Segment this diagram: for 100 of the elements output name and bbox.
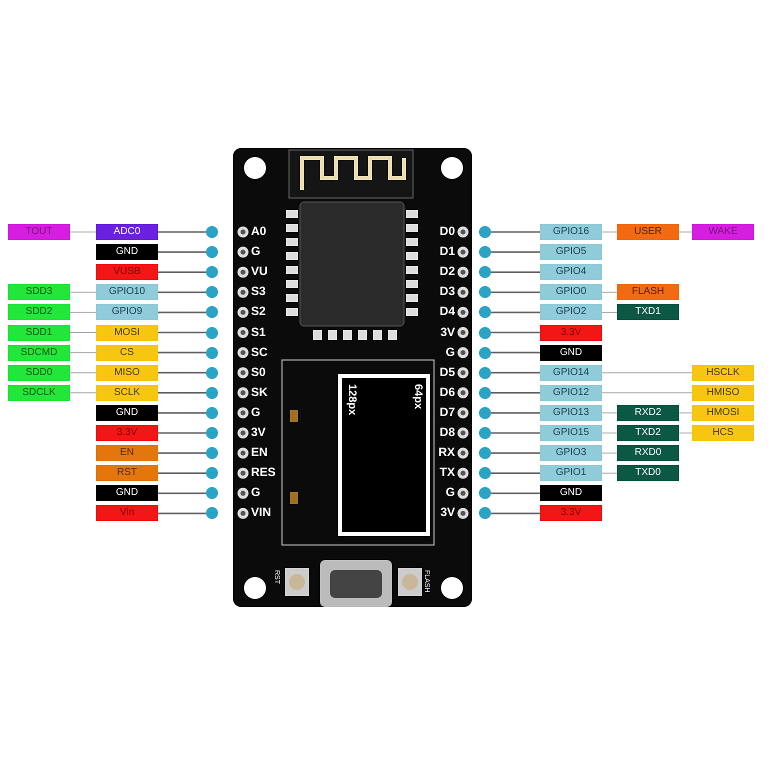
pin-dot: [206, 306, 218, 318]
connector-line: [491, 492, 540, 494]
pin-label: G: [446, 346, 455, 359]
connector-line: [158, 352, 206, 354]
pin-dot: [479, 467, 491, 480]
connector-line: [158, 432, 206, 434]
pin-function-tag: GPIO15: [540, 425, 602, 441]
connector-line: [491, 332, 540, 334]
pin-label: 3V: [251, 426, 266, 439]
pin-function-tag: Vin: [96, 505, 158, 522]
connector-line: [602, 392, 692, 394]
pin-function-tag: SDD1: [8, 324, 70, 340]
pin-label: VIN: [251, 506, 272, 520]
pin-dot: [479, 507, 491, 520]
pin-label: D0: [440, 225, 455, 238]
pin-dot: [479, 406, 491, 419]
pin-dot: [206, 266, 218, 278]
pin-function-tag: GPIO9: [96, 304, 158, 320]
connector-line: [70, 312, 96, 313]
display-size-label: 64px: [411, 384, 424, 410]
pin-label: D5: [440, 366, 455, 379]
pin-label: D7: [440, 406, 455, 419]
pin-function-tag: GPIO2: [540, 304, 602, 320]
connector-line: [678, 412, 692, 414]
pin-label: D4: [440, 305, 455, 318]
pin-label: G: [251, 406, 260, 419]
pin-label: S2: [251, 305, 266, 318]
pin-label: D8: [440, 426, 455, 439]
pin-label: D3: [440, 285, 455, 298]
pin-dot: [206, 406, 218, 419]
pin-function-tag: GPIO13: [540, 404, 602, 421]
connector-line: [491, 372, 540, 374]
pin-label: D2: [440, 265, 455, 278]
pin-function-tag: HMISO: [692, 384, 754, 401]
pin-function-tag: TXD2: [617, 425, 679, 441]
pin-label: RX: [438, 446, 455, 460]
pin-function-tag: TOUT: [8, 224, 70, 240]
pin-function-tag: HCS: [692, 425, 754, 441]
connector-line: [70, 372, 96, 374]
connector-line: [602, 412, 618, 414]
connector-line: [158, 372, 206, 374]
pin-dot: [206, 507, 218, 520]
display-size-label: 128px: [345, 384, 358, 416]
pin-dot: [206, 447, 218, 460]
pin-function-tag: 3.3V: [540, 505, 602, 522]
connector-line: [491, 271, 540, 273]
connector-line: [602, 452, 618, 454]
pin-label: S0: [251, 366, 266, 379]
pin-function-tag: MISO: [96, 364, 158, 381]
pin-label: G: [251, 486, 260, 500]
connector-line: [602, 292, 618, 293]
connector-line: [158, 271, 206, 273]
connector-line: [491, 412, 540, 414]
connector-line: [491, 251, 540, 253]
pin-dot: [479, 306, 491, 318]
pin-label: 3V: [440, 506, 455, 520]
pin-function-tag: GPIO4: [540, 264, 602, 280]
pin-function-tag: SDD2: [8, 304, 70, 320]
connector-line: [158, 472, 206, 474]
connector-line: [491, 312, 540, 314]
pin-function-tag: RXD0: [617, 445, 679, 462]
pin-function-tag: RST: [96, 465, 158, 482]
pin-label: D6: [440, 386, 455, 399]
pin-function-tag: SDCMD: [8, 344, 70, 361]
pin-dot: [479, 366, 491, 379]
connector-line: [70, 352, 96, 354]
connector-line: [158, 292, 206, 294]
connector-line: [491, 452, 540, 454]
pin-label: G: [251, 245, 260, 258]
pin-function-tag: GPIO12: [540, 384, 602, 401]
connector-line: [491, 231, 540, 233]
pin-function-tag: GPIO14: [540, 364, 602, 381]
pin-label: S1: [251, 326, 266, 338]
pin-function-tag: HMOSI: [692, 404, 754, 421]
connector-line: [491, 512, 540, 514]
pin-dot: [206, 487, 218, 500]
pin-dot: [479, 326, 491, 338]
pin-label: G: [446, 486, 455, 500]
connector-line: [158, 492, 206, 494]
pin-function-tag: GND: [96, 404, 158, 421]
pin-dot: [206, 326, 218, 338]
connector-line: [491, 292, 540, 294]
connector-line: [158, 392, 206, 394]
pin-function-tag: EN: [96, 445, 158, 462]
connector-line: [678, 432, 692, 434]
pin-function-tag: SCLK: [96, 384, 158, 401]
pin-function-tag: HSCLK: [692, 364, 754, 381]
pin-label: SK: [251, 386, 268, 399]
connector-line: [491, 392, 540, 394]
pin-dot: [479, 447, 491, 460]
pin-function-tag: GND: [540, 344, 602, 361]
pin-dot: [206, 226, 218, 238]
connector-line: [70, 292, 96, 293]
connector-line: [491, 432, 540, 434]
pin-function-tag: CS: [96, 344, 158, 361]
pin-dot: [479, 266, 491, 278]
pin-function-tag: TXD1: [617, 304, 679, 320]
connector-line: [602, 432, 618, 434]
pin-function-tag: WAKE: [692, 224, 754, 240]
pin-label: VU: [251, 265, 268, 278]
